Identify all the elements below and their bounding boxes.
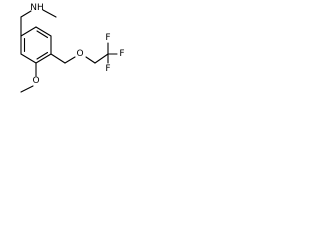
n-to-methyl-bond [42, 9, 57, 18]
fluorine-bottom-label: F [105, 64, 110, 74]
ch2-to-cf3-bond [94, 53, 109, 64]
fluorine-right-label: F [119, 49, 124, 59]
chemical-structure: NH O O F F F [20, 3, 125, 93]
amine-nh-label: NH [30, 3, 44, 13]
ring-bond [35, 53, 52, 64]
ch2-to-n-bond [20, 10, 32, 18]
o-to-methyl-bond [20, 85, 34, 93]
ch2-to-o-bond [64, 56, 76, 64]
ring-bond [20, 26, 37, 37]
o-to-ch2-bond [85, 56, 96, 64]
ring-to-ch2-bond-2 [50, 53, 66, 64]
ring-bond [35, 26, 52, 37]
benzene-ring [20, 26, 52, 64]
ring-bond [20, 53, 37, 64]
ring-double-bond [36, 30, 49, 39]
ether-oxygen-label: O [76, 49, 83, 59]
ring-double-bond [36, 51, 49, 60]
methoxy-oxygen-label: O [32, 76, 39, 86]
fluorine-top-label: F [105, 33, 110, 43]
